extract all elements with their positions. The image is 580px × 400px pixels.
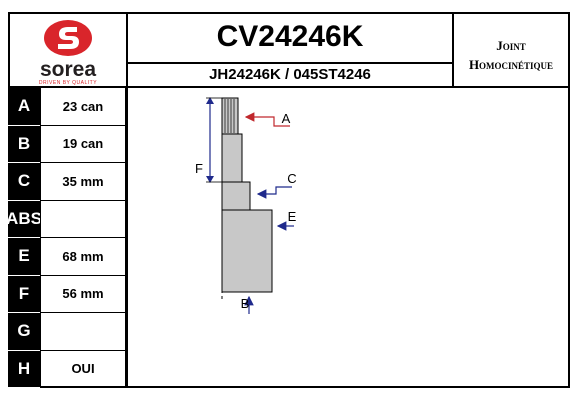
- product-type-cell: Joint Homocinétique: [452, 12, 570, 88]
- spec-value-abs: [40, 200, 126, 238]
- spec-value-c: 35 mm: [40, 163, 126, 201]
- main-reference: CV24246K: [216, 20, 364, 53]
- abs-section: [221, 181, 251, 211]
- label-f: F: [195, 161, 203, 176]
- arrow-c: [256, 186, 292, 199]
- label-e: E: [288, 209, 297, 224]
- brand-logo-cell: sorea DRIVEN BY QUALITY: [8, 12, 128, 88]
- spec-value-h: OUI: [40, 350, 126, 388]
- bell-section: [221, 209, 273, 293]
- alternate-references: JH24246K / 045ST4246: [209, 66, 371, 83]
- spec-label-b: B: [8, 125, 40, 163]
- spec-label-abs: ABS: [6, 200, 42, 238]
- spec-value-a: 23 can: [40, 88, 126, 126]
- spec-label-h: H: [8, 350, 40, 388]
- spec-value-e: 68 mm: [40, 238, 126, 276]
- dimension-f-arrow-bottom: [206, 176, 214, 183]
- dimension-f-arrow-top: [206, 97, 214, 104]
- spec-label-g: G: [8, 313, 40, 351]
- joint-diagram: F A C E B: [195, 97, 297, 314]
- label-c: C: [287, 171, 296, 186]
- sorea-logo: sorea DRIVEN BY QUALITY: [39, 20, 97, 86]
- logo-s-mark: [58, 27, 79, 49]
- label-a: A: [282, 111, 291, 126]
- spec-label-f: F: [8, 275, 40, 313]
- spec-label-e: E: [8, 238, 40, 276]
- spline-section: [221, 97, 239, 135]
- spec-value-g: [40, 313, 126, 351]
- product-type-line1: Joint: [496, 38, 526, 53]
- spec-label-a: A: [8, 88, 40, 126]
- spec-label-c: C: [8, 163, 40, 201]
- shaft-section: [221, 133, 243, 183]
- product-type-line2: Homocinétique: [468, 57, 554, 72]
- spec-value-f: 56 mm: [40, 275, 126, 313]
- spline-teeth: [224, 99, 235, 133]
- label-b: B: [241, 296, 250, 311]
- reference-cell: CV24246K JH24246K / 045ST4246: [126, 12, 454, 88]
- diagram-panel: F A C E B: [126, 88, 570, 388]
- brand-name: sorea: [40, 58, 96, 81]
- brand-tagline: DRIVEN BY QUALITY: [39, 80, 97, 86]
- product-type: Joint Homocinétique: [454, 36, 568, 74]
- spec-value-b: 19 can: [40, 125, 126, 163]
- arrow-a: [244, 112, 290, 127]
- divider: [128, 62, 452, 64]
